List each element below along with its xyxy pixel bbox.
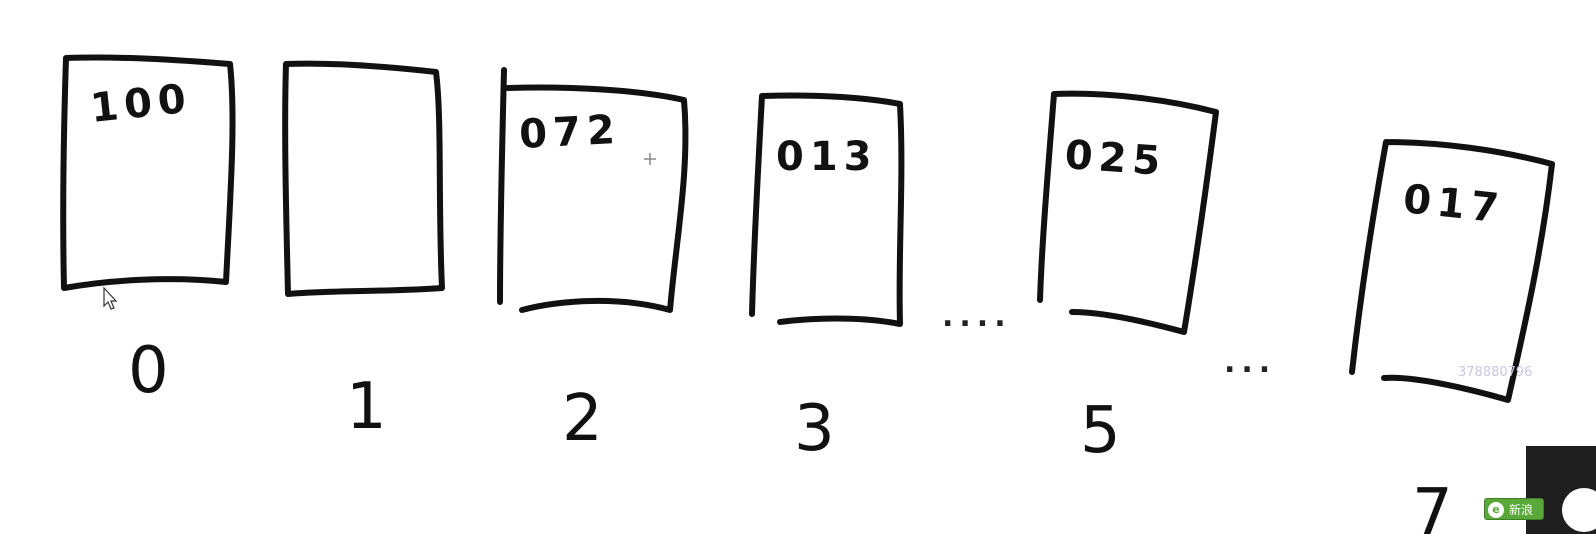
mouse-pointer-icon [103,286,118,310]
cell-0-index: 0 [128,334,169,408]
cell-5-index: 5 [1080,394,1121,468]
cell-2: 072 2 [497,67,689,456]
share-button-label: 新浪 [1509,503,1534,517]
screen-corner-panel [1526,446,1596,534]
cell-7-value: 017 [1401,176,1507,232]
cell-2-index: 2 [562,382,603,456]
cell-5: 025 5 [1037,90,1219,468]
cell-3: 013 3 [749,92,905,466]
cell-5-value: 025 [1063,132,1167,185]
cell-7-index: 7 [1412,476,1453,534]
cell-7-box [1349,139,1555,403]
chat-bubble-icon: e [1488,502,1504,518]
watermark-text: 378880796 [1458,365,1532,380]
cell-0-value: 100 [88,76,194,132]
cell-7: 017 7 [1349,139,1555,534]
cell-0: 100 0 [60,54,236,408]
cell-2-box [497,67,689,313]
cell-2-value: 072 [518,107,622,158]
cell-0-box [60,54,236,291]
cell-3-box [749,92,905,327]
pen-cursor-icon [644,153,656,165]
cell-3-index: 3 [794,392,835,466]
cell-1-box [282,60,445,297]
cell-1-index: 1 [346,370,387,444]
cell-5-box [1037,90,1219,335]
record-knob-icon [1562,488,1596,532]
ellipsis-2: ... [1224,345,1276,380]
ellipsis-1: .... [942,299,1012,334]
share-button[interactable]: e 新浪 [1484,498,1544,520]
cell-3-value: 013 [776,134,878,180]
cell-1: 1 [282,60,445,444]
